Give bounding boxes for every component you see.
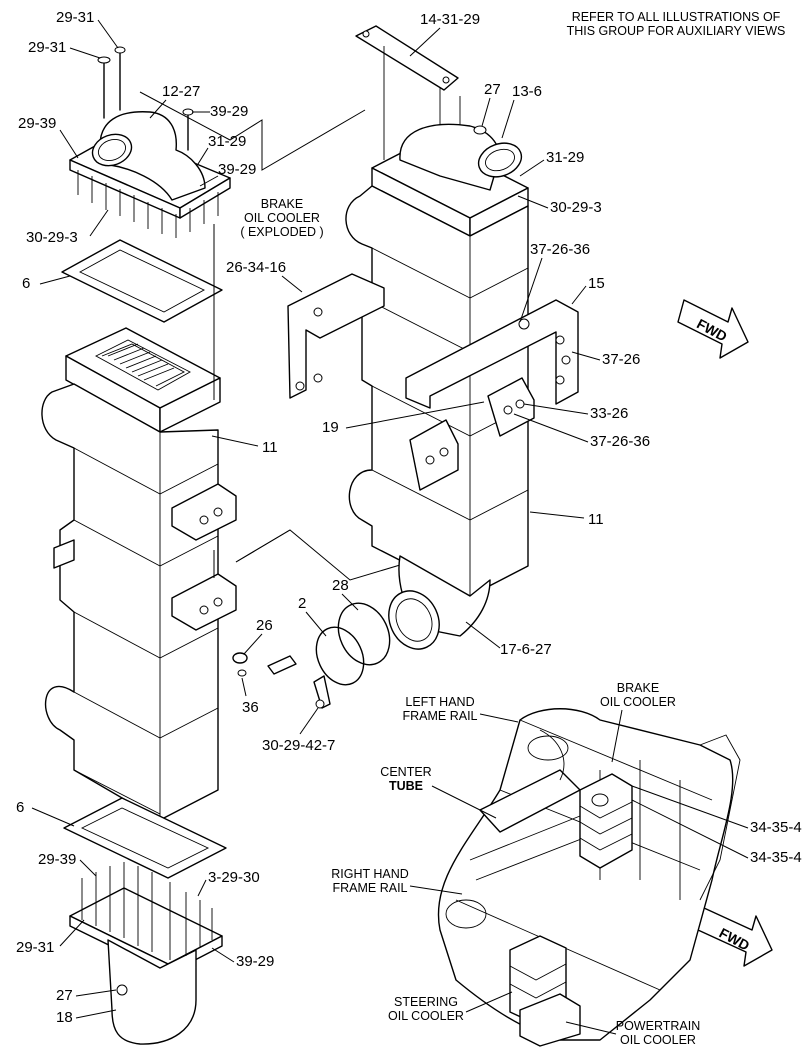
part-label: 26-34-16 xyxy=(226,259,286,276)
header-note-line-1: REFER TO ALL ILLUSTRATIONS OF xyxy=(572,10,781,24)
part-label: 3-29-30 xyxy=(208,869,260,886)
right-assembled-stack xyxy=(267,25,579,709)
part-label: 37-26 xyxy=(602,351,640,368)
part-label: 6 xyxy=(16,799,24,816)
caption-brake-exploded-2: OIL COOLER xyxy=(244,211,320,225)
part-label: 28 xyxy=(332,577,349,594)
caption-right-rail-1: RIGHT HAND xyxy=(331,867,409,881)
part-label: 30-29-3 xyxy=(550,199,602,216)
part-label: 34-35-4 xyxy=(750,849,802,866)
left-cooler-core xyxy=(41,327,237,821)
gusset-left xyxy=(409,419,459,491)
part-label: 30-29-3 xyxy=(26,229,78,246)
part-label: 14-31-29 xyxy=(420,11,480,28)
part-label: 39-29 xyxy=(236,953,274,970)
part-label: 30-29-42-7 xyxy=(262,737,335,754)
part-label: 29-31 xyxy=(56,9,94,26)
caption-powertrain-2: OIL COOLER xyxy=(620,1033,696,1047)
part-label: 11 xyxy=(588,511,604,528)
caption-brake-oil-cooler-2: OIL COOLER xyxy=(600,695,676,709)
left-exploded-stack xyxy=(41,46,401,1045)
caption-right-rail-2: FRAME RAIL xyxy=(332,881,407,895)
part-label: 11 xyxy=(262,439,278,456)
part-label: 19 xyxy=(322,419,339,436)
part-label: 39-29 xyxy=(218,161,256,178)
part-label: 18 xyxy=(56,1009,73,1026)
part-label: 33-26 xyxy=(590,405,628,422)
part-label: 31-29 xyxy=(208,133,246,150)
part-label: 29-31 xyxy=(28,39,66,56)
part-label: 39-29 xyxy=(210,103,248,120)
bracket-26-34-16 xyxy=(287,273,385,399)
part-label: 29-31 xyxy=(16,939,54,956)
part-label: 15 xyxy=(588,275,605,292)
caption-powertrain-1: POWERTRAIN xyxy=(616,1019,701,1033)
caption-left-rail-2: FRAME RAIL xyxy=(402,709,477,723)
bolt-36 xyxy=(237,669,247,677)
caption-brake-oil-cooler-1: BRAKE xyxy=(617,681,659,695)
part-label: 26 xyxy=(256,617,273,634)
frame-15 xyxy=(405,299,579,409)
part-label: 13-6 xyxy=(512,83,542,100)
washer-26 xyxy=(232,652,248,664)
part-label: 17-6-27 xyxy=(500,641,552,658)
part-label: 36 xyxy=(242,699,259,716)
part-labels: 29-31 29-31 12-27 39-29 29-39 31-29 39-2… xyxy=(16,9,802,1026)
part-label: 27 xyxy=(56,987,73,1004)
part-label: 2 xyxy=(298,595,306,612)
bottom-elbow xyxy=(69,862,223,1045)
gasket-top xyxy=(61,239,223,323)
part-label: 34-35-4 xyxy=(750,819,802,836)
strap xyxy=(355,25,459,91)
ring-28 xyxy=(337,602,391,666)
header-note-line-2: THIS GROUP FOR AUXILIARY VIEWS xyxy=(567,24,786,38)
part-label: 29-39 xyxy=(38,851,76,868)
caption-brake-exploded-1: BRAKE xyxy=(261,197,303,211)
machine-inset xyxy=(437,708,741,1047)
fwd-arrow-bottom: FWD xyxy=(697,907,773,967)
part-label: 6 xyxy=(22,275,30,292)
caption-brake-exploded-3: ( EXPLODED ) xyxy=(240,225,323,239)
part-label: 12-27 xyxy=(162,83,200,100)
part-label: 37-26-36 xyxy=(530,241,590,258)
part-label: 37-26-36 xyxy=(590,433,650,450)
caption-center-tube-1: CENTER xyxy=(380,765,431,779)
part-label: 27 xyxy=(484,81,501,98)
part-label: 31-29 xyxy=(546,149,584,166)
elbow-outlet xyxy=(99,111,206,201)
ring-2 xyxy=(315,626,365,686)
caption-center-tube-2: TUBE xyxy=(389,779,423,793)
caption-steering-2: OIL COOLER xyxy=(388,1009,464,1023)
fwd-arrow-top: FWD xyxy=(677,299,749,359)
inset-brake-cooler xyxy=(579,773,633,869)
part-label: 29-39 xyxy=(18,115,56,132)
inset-powertrain-cooler xyxy=(519,993,581,1047)
caption-left-rail-1: LEFT HAND xyxy=(405,695,474,709)
caption-steering-1: STEERING xyxy=(394,995,458,1009)
gasket-bottom xyxy=(63,797,227,879)
top-plate-bolts xyxy=(77,170,219,238)
